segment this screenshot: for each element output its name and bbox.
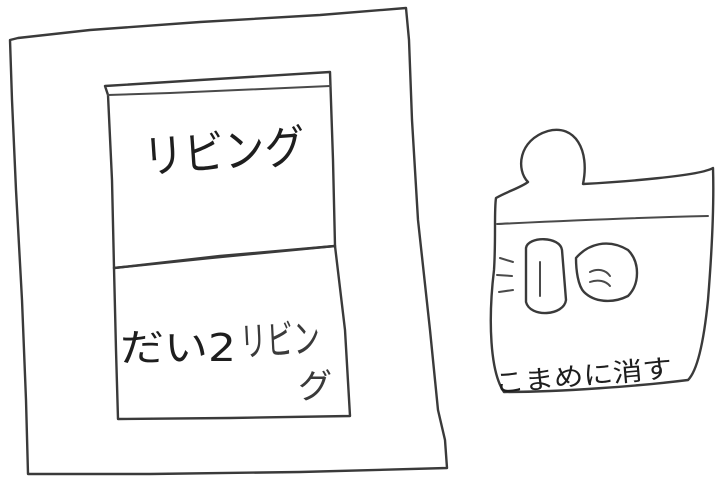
room-bottom-outline bbox=[112, 244, 352, 421]
room-top-inner-line bbox=[107, 85, 331, 96]
room-top-outline bbox=[103, 70, 337, 270]
light-ray-1 bbox=[499, 257, 514, 263]
room-bottom-label-prefix: だい2 bbox=[120, 326, 236, 370]
hand-finger-2 bbox=[589, 279, 611, 287]
bulb-body bbox=[524, 238, 568, 315]
switch-tag: こまめに消す bbox=[489, 128, 715, 399]
switch-caption: こまめに消す bbox=[493, 354, 673, 399]
house-outline bbox=[8, 6, 449, 476]
switch-tag-outline bbox=[489, 128, 715, 394]
switch-tag-top-band bbox=[496, 215, 709, 225]
hand-outline bbox=[574, 242, 639, 303]
hand-icon bbox=[574, 242, 639, 303]
rooms-block bbox=[103, 70, 352, 421]
light-ray-2 bbox=[496, 274, 513, 277]
room-bottom-label-tail: グ bbox=[298, 367, 332, 407]
light-bulb-icon bbox=[496, 238, 568, 315]
room-bottom-label-main: リビン bbox=[239, 316, 321, 366]
room-top-label: リビング bbox=[141, 119, 306, 184]
light-ray-3 bbox=[498, 289, 514, 293]
room-divider bbox=[112, 244, 337, 270]
hand-finger-1 bbox=[589, 268, 611, 277]
